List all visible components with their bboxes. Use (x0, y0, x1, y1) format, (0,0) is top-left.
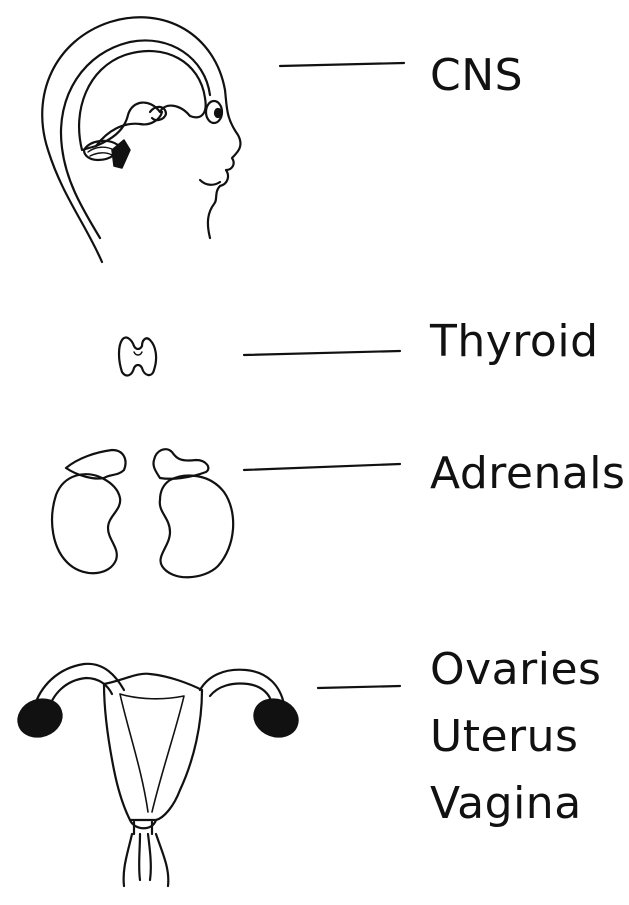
head-with-brain-illustration (42, 17, 240, 262)
adrenals-label: Adrenals (430, 452, 625, 496)
cns-label: CNS (430, 54, 523, 98)
left-adrenal-gland (66, 450, 126, 479)
uterus (104, 674, 202, 820)
skull-line (61, 40, 210, 238)
right-ovary (249, 694, 303, 743)
eye-pupil (215, 109, 221, 117)
right-adrenal-gland (153, 449, 208, 479)
cervix (130, 820, 156, 834)
reproductive-organs-illustration (13, 664, 303, 886)
ovaries-leader-line (318, 686, 400, 688)
thyroid-label: Thyroid (430, 320, 599, 364)
adrenals-illustration (52, 449, 233, 577)
thyroid-gland (119, 338, 156, 376)
mouth (200, 180, 220, 185)
head-outline (42, 17, 240, 262)
brain-cerebrum (79, 51, 206, 150)
cns-leader-line (280, 63, 404, 66)
uterus-label: Uterus (430, 715, 578, 759)
adrenals-leader-line (244, 464, 400, 470)
uterine-cavity (120, 694, 184, 812)
ovaries-label: Ovaries (430, 648, 601, 692)
thyroid-isthmus (134, 352, 142, 355)
cerebellum-folds (88, 147, 114, 156)
thyroid-illustration (119, 338, 156, 376)
thyroid-leader-line (244, 351, 400, 355)
vagina (124, 834, 169, 886)
right-kidney (160, 476, 233, 578)
left-kidney (52, 474, 120, 573)
vagina-label: Vagina (430, 782, 582, 826)
left-ovary (13, 694, 67, 743)
